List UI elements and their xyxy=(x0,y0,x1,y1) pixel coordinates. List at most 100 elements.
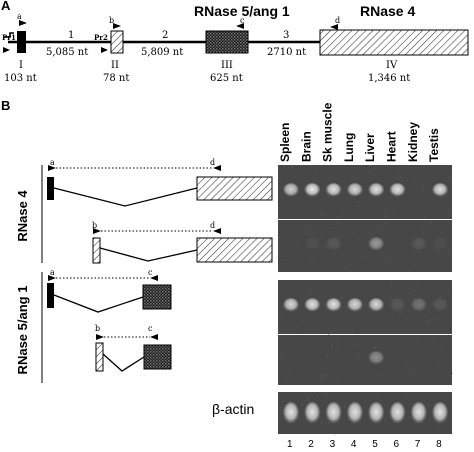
gel-noise xyxy=(307,233,308,234)
exon-4-size: 1,346 nt xyxy=(368,73,410,84)
gel-noise xyxy=(378,228,379,229)
exon-3-roman: III xyxy=(221,60,233,71)
gel-rnase4-b-d xyxy=(278,220,452,272)
gel-noise xyxy=(431,223,432,224)
gel-noise xyxy=(420,178,421,179)
gel-noise xyxy=(334,434,335,435)
gel-band xyxy=(283,298,299,312)
gel-noise xyxy=(391,297,392,298)
splice-line xyxy=(100,248,197,261)
exon-1-block xyxy=(47,283,54,308)
tissue-label: Brain xyxy=(299,131,313,162)
gel-noise xyxy=(278,236,279,237)
tissue-label: Sk muscle xyxy=(321,102,335,162)
gel-noise xyxy=(390,379,391,380)
gel-noise xyxy=(448,290,449,291)
gel-noise xyxy=(321,375,322,376)
primer-d-label: d xyxy=(335,16,340,25)
gel-noise xyxy=(289,369,290,370)
gel-noise xyxy=(321,411,322,412)
gene-title-rnase4: RNase 4 xyxy=(360,3,415,19)
gel-noise xyxy=(348,284,349,285)
gel-noise xyxy=(344,407,345,408)
gel-noise xyxy=(423,186,424,187)
tissue-label: Liver xyxy=(363,133,377,162)
primer-b-arrow xyxy=(113,23,121,29)
gel-band xyxy=(368,351,384,365)
gel-actin xyxy=(278,392,452,435)
gel-noise xyxy=(330,227,331,228)
intron-3-size: 2710 nt xyxy=(267,47,306,58)
group-label-rnase4: RNase 4 xyxy=(15,190,30,242)
lane-number: 8 xyxy=(436,439,442,450)
gel-noise xyxy=(303,332,304,333)
intron-2-number: 2 xyxy=(162,30,168,41)
gel-noise xyxy=(303,226,304,227)
gel-noise xyxy=(363,375,364,376)
gel-band xyxy=(283,402,299,424)
gel-noise xyxy=(407,367,408,368)
gel-band xyxy=(347,183,363,197)
gel-noise xyxy=(448,259,449,260)
gel-band xyxy=(347,402,363,424)
tissue-label: Heart xyxy=(385,131,399,162)
gel-noise xyxy=(303,380,304,381)
gel-noise xyxy=(380,285,381,286)
primer-label-d: d xyxy=(210,221,215,230)
exon-1-size: 103 nt xyxy=(4,73,37,84)
gel-noise xyxy=(308,294,309,295)
gel-noise xyxy=(387,336,388,337)
splice-line xyxy=(54,188,197,206)
primer-arrow xyxy=(96,334,104,340)
primer-arrow xyxy=(150,334,158,340)
gel-noise xyxy=(428,404,429,405)
gel-noise xyxy=(406,318,407,319)
splice-line xyxy=(103,354,144,371)
gel-noise xyxy=(407,213,408,214)
panel-b: B RNase 4 RNase 5/ang 1 a d b d xyxy=(1,98,453,450)
primer-a-label: a xyxy=(17,12,22,21)
gel-noise xyxy=(426,321,427,322)
gel-noise xyxy=(409,238,410,239)
gel-noise xyxy=(418,285,419,286)
tissue-label: Spleen xyxy=(278,123,292,162)
intron-1-size: 5,085 nt xyxy=(46,47,88,58)
lane-number: 6 xyxy=(394,439,400,450)
gel-noise xyxy=(316,395,317,396)
transcript-rnase5-a-c: a c xyxy=(47,268,171,312)
gel-noise xyxy=(353,233,354,234)
primer-b-label: b xyxy=(109,16,114,25)
gel-band xyxy=(432,183,448,197)
gel-noise xyxy=(416,294,417,295)
primer-c-label: c xyxy=(240,16,245,25)
gel-band xyxy=(326,237,342,251)
exon-1-roman: I xyxy=(19,60,23,71)
gel-noise xyxy=(332,174,333,175)
gel-noise xyxy=(325,246,326,247)
gel-noise xyxy=(292,397,293,398)
gel-noise xyxy=(280,407,281,408)
lane-number: 3 xyxy=(330,439,336,450)
gel-band xyxy=(304,237,320,251)
gel-noise xyxy=(412,371,413,372)
gel-band xyxy=(432,237,448,251)
gel-band xyxy=(326,183,342,197)
gel-noise xyxy=(282,259,283,260)
gel-noise xyxy=(348,269,349,270)
start-arrow xyxy=(3,47,10,53)
gel-noise xyxy=(398,170,399,171)
gel-noise xyxy=(279,417,280,418)
gel-noise xyxy=(328,196,329,197)
transcript-rnase4-a-d: a d xyxy=(47,158,272,206)
gel-noise xyxy=(434,339,435,340)
tissue-label: Kidney xyxy=(406,122,420,162)
gel-noise xyxy=(387,406,388,407)
exon-2-block xyxy=(96,343,103,371)
gel-noise xyxy=(422,168,423,169)
gel-noise xyxy=(430,250,431,251)
group-label-rnase5: RNase 5/ang 1 xyxy=(15,286,30,375)
gel-noise xyxy=(451,186,452,187)
gel-noise xyxy=(387,374,388,375)
gel-noise xyxy=(386,213,387,214)
gel-band xyxy=(368,298,384,312)
